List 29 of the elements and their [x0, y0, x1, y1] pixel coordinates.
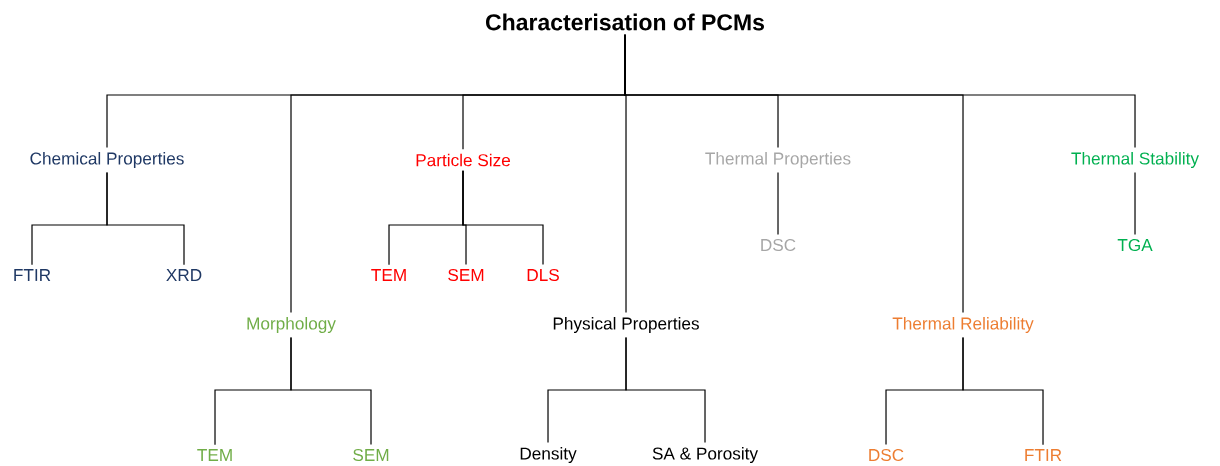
- method-label: DSC: [869, 448, 904, 462]
- connector-line: [290, 336, 372, 446]
- method-label: SEM: [448, 268, 484, 282]
- method-label: TEM: [371, 269, 406, 281]
- category-label: Morphology: [247, 317, 336, 334]
- method-label: Density: [520, 447, 577, 464]
- category-label: Thermal Reliability: [892, 317, 1034, 334]
- connector-line: [624, 34, 1136, 149]
- category-label: Chemical Properties: [30, 152, 184, 168]
- title-text: Characterisation of PCMs: [486, 13, 764, 31]
- method-label: XRD: [166, 269, 202, 281]
- method-label: TGA: [1117, 238, 1153, 252]
- connector-line: [625, 336, 706, 444]
- method-label: FTIR: [1025, 449, 1062, 461]
- connector-line: [106, 171, 185, 266]
- method-label: SA & Porosity: [652, 447, 758, 464]
- method-label: DLS: [527, 268, 559, 282]
- category-label: Physical Properties: [553, 317, 699, 334]
- connector-line: [962, 336, 1044, 446]
- category-label: Thermal Properties: [705, 152, 851, 168]
- connector-line: [462, 170, 544, 266]
- method-label: SEM: [353, 448, 389, 462]
- connector-line: [1134, 171, 1136, 236]
- category-label: Particle Size: [416, 153, 510, 167]
- method-label: FTIR: [14, 269, 51, 281]
- method-label: TEM: [197, 449, 232, 461]
- method-label: DSC: [761, 238, 796, 252]
- category-label: Thermal Stability: [1071, 152, 1199, 168]
- connector-line: [777, 171, 779, 236]
